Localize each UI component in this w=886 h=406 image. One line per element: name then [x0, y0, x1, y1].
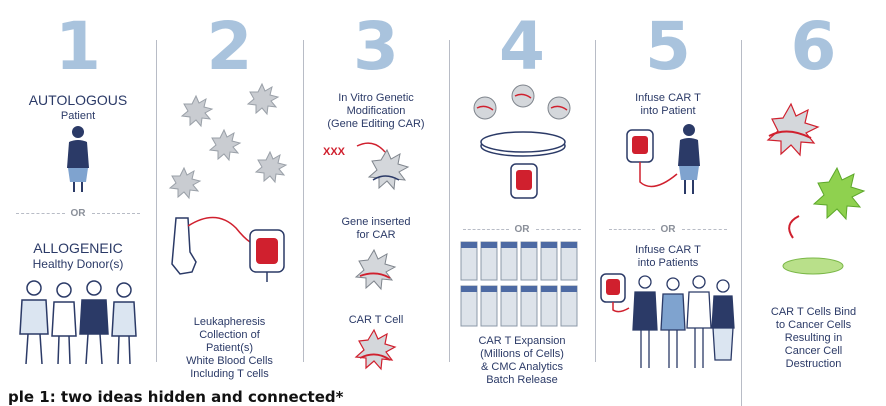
step-4-column: 4 OR CAR T Expansion (Millions of Cells)…: [449, 0, 595, 406]
gene-editing-cell-icon: [356, 142, 410, 191]
step-1-alt-title: ALLOGENEIC: [33, 240, 123, 256]
leukapheresis-arm-and-bag-icon: [171, 216, 285, 282]
infuse-single-patient-icon: [626, 124, 700, 194]
step-5-top-line-1: Infuse CAR T: [635, 92, 701, 104]
column-divider-5: [741, 40, 742, 406]
step-3-mid-line-2: for CAR: [356, 229, 396, 241]
step-2-line-1: Leukapheresis: [193, 316, 266, 328]
step-1-subtitle: Patient: [60, 110, 96, 122]
batch-vials-icon: [460, 241, 578, 327]
step-1-number: 1: [55, 8, 101, 85]
step-6-line-5: Destruction: [785, 358, 842, 370]
step-6-number: 6: [790, 8, 837, 85]
column-divider-4: [595, 40, 596, 362]
step-1-title: AUTOLOGOUS: [28, 92, 128, 108]
step-4-line-2: (Millions of Cells): [480, 348, 564, 360]
step-4-number: 4: [499, 8, 545, 85]
step-5-or-divider: OR: [601, 224, 735, 235]
step-6-line-3: Resulting in: [784, 332, 843, 344]
step-5-mid-line-2: into Patients: [637, 257, 699, 269]
cell-culture-icon: [473, 84, 571, 199]
step-2-line-5: Including T cells: [190, 368, 269, 380]
step-2-line-3: Patient(s): [205, 342, 254, 354]
step-4-or-divider: OR: [455, 224, 589, 235]
patient-icon: [67, 126, 89, 192]
step-5-top-line-2: into Patient: [640, 105, 696, 117]
step-6-line-4: Cancer Cell: [784, 345, 843, 357]
step-6-column: 6 CAR T Cells Bind to Cancer Cells Resul…: [741, 0, 886, 406]
step-4-line-4: Batch Release: [486, 374, 558, 386]
step-5-mid-line-1: Infuse CAR T: [635, 244, 701, 256]
step-4-line-3: & CMC Analytics: [481, 361, 563, 373]
step-2-line-2: Collection of: [199, 329, 260, 341]
car-t-binding-icon: [766, 102, 866, 275]
step-3-top-line-1: In Vitro Genetic: [338, 92, 414, 104]
step-3-top-line-2: Modification: [346, 105, 406, 117]
step-3-bottom-label: CAR T Cell: [348, 314, 404, 326]
step-1-alt-subtitle: Healthy Donor(s): [32, 257, 124, 271]
infuse-multiple-patients-icon: [600, 273, 735, 368]
step-2-column: 2 Leukapheresis Collection of Patient(s)…: [156, 0, 303, 406]
step-2-line-4: White Blood Cells: [186, 355, 273, 367]
step-5-column: 5 Infuse CAR T into Patient OR Infuse CA…: [595, 0, 741, 406]
donors-group-icon: [19, 280, 137, 365]
step-3-xxx-mark: XXX: [323, 146, 346, 158]
step-3-column: 3 In Vitro Genetic Modification (Gene Ed…: [303, 0, 449, 406]
step-3-mid-line-1: Gene inserted: [341, 216, 411, 228]
column-divider-1: [156, 40, 157, 362]
modified-cell-icon: [354, 248, 397, 291]
step-3-top-line-3: (Gene Editing CAR): [327, 118, 425, 130]
step-6-line-1: CAR T Cells Bind: [770, 306, 857, 318]
step-6-line-2: to Cancer Cells: [775, 319, 852, 331]
white-blood-cells-icon: [168, 82, 288, 200]
step-5-number: 5: [645, 8, 691, 85]
bottom-caption: ple 1: two ideas hidden and connected*: [8, 388, 344, 406]
step-1-or-divider: OR: [6, 208, 150, 219]
column-divider-3: [449, 40, 450, 362]
step-3-number: 3: [353, 8, 399, 85]
step-2-number: 2: [206, 8, 253, 85]
column-divider-2: [303, 40, 304, 362]
step-4-line-1: CAR T Expansion: [478, 335, 566, 347]
car-t-cell-icon: [354, 328, 397, 371]
step-1-column: 1 AUTOLOGOUS Patient OR ALLOGENEIC Healt…: [0, 0, 156, 406]
